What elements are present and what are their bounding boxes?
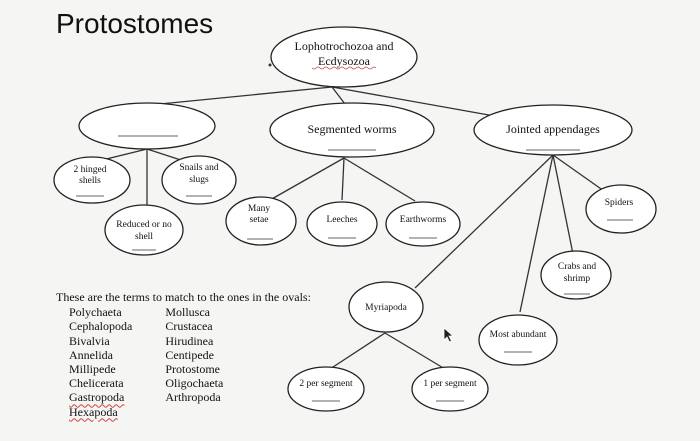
reduced-shell-line1: Reduced or no [116, 220, 172, 230]
spiders-label: Spiders [605, 198, 634, 208]
term-item: Gastropoda [69, 390, 125, 405]
node-snails-slugs: Snails and slugs [161, 155, 237, 205]
connector-lines [89, 86, 605, 370]
reduced-shell-line2: shell [135, 232, 153, 242]
node-many-setae: Many setae [225, 196, 297, 246]
hinged-shells-line1: 2 hinged [74, 165, 107, 175]
node-reduced-shell: Reduced or no shell [104, 204, 184, 256]
term-item: Chelicerata [69, 376, 124, 391]
mouse-pointer-icon [443, 327, 455, 343]
myriapoda-label: Myriapoda [365, 303, 407, 313]
one-per-segment-label: 1 per segment [423, 379, 477, 389]
stray-dot [268, 63, 272, 67]
terms-column-2: Mollusca Crustacea Hirudinea Centipede P… [165, 305, 223, 419]
node-left-blank [78, 102, 216, 150]
spellcheck-squiggle [311, 66, 377, 70]
term-item: Polychaeta [69, 305, 122, 320]
term-item: Crustacea [165, 319, 213, 334]
root-label-line2: Ecdysozoa [318, 54, 371, 68]
many-setae-line2: setae [250, 215, 269, 225]
root-label-line1: Lophotrochozoa and [295, 39, 394, 53]
node-jointed-appendages: Jointed appendages [473, 104, 633, 156]
node-most-abundant: Most abundant [478, 314, 558, 366]
node-crabs-shrimp: Crabs and shrimp [540, 250, 612, 300]
term-item: Hirudinea [165, 333, 214, 348]
term-item: Oligochaeta [165, 376, 224, 391]
crabs-shrimp-line2: shrimp [564, 274, 591, 284]
earthworms-label: Earthworms [400, 215, 447, 225]
term-item: Hexapoda [69, 404, 118, 419]
term-item: Bivalvia [69, 333, 110, 348]
terms-list: These are the terms to match to the ones… [56, 290, 311, 419]
term-item: Arthropoda [165, 390, 221, 405]
node-hinged-shells: 2 hinged shells [53, 156, 131, 204]
node-myriapoda: Myriapoda [348, 281, 424, 333]
leeches-label: Leeches [326, 215, 357, 225]
two-per-segment-label: 2 per segment [299, 379, 353, 389]
term-item: Millipede [69, 362, 116, 377]
term-item: Protostome [165, 362, 220, 377]
node-two-per-segment: 2 per segment [287, 366, 365, 412]
snails-slugs-line1: Snails and [179, 163, 219, 173]
terms-column-1: Polychaeta Cephalopoda Bivalvia Annelida… [69, 305, 132, 419]
segmented-worms-label: Segmented worms [308, 122, 397, 136]
page-title: Protostomes [56, 8, 214, 39]
hinged-shells-line2: shells [79, 176, 101, 186]
most-abundant-label: Most abundant [490, 330, 547, 340]
term-item: Annelida [69, 347, 113, 362]
node-root: Lophotrochozoa and Ecdysozoa [270, 26, 418, 88]
node-segmented-worms: Segmented worms [269, 102, 435, 158]
node-earthworms: Earthworms [385, 201, 461, 247]
term-item: Cephalopoda [69, 319, 133, 334]
node-leeches: Leeches [306, 201, 378, 247]
term-item: Centipede [165, 347, 214, 362]
crabs-shrimp-line1: Crabs and [558, 262, 597, 272]
snails-slugs-line2: slugs [189, 175, 209, 185]
terms-intro: These are the terms to match to the ones… [56, 290, 311, 304]
node-one-per-segment: 1 per segment [411, 366, 489, 412]
node-spiders: Spiders [585, 184, 657, 234]
jointed-appendages-label: Jointed appendages [506, 122, 600, 136]
term-item: Mollusca [165, 305, 210, 320]
many-setae-line1: Many [248, 204, 270, 214]
